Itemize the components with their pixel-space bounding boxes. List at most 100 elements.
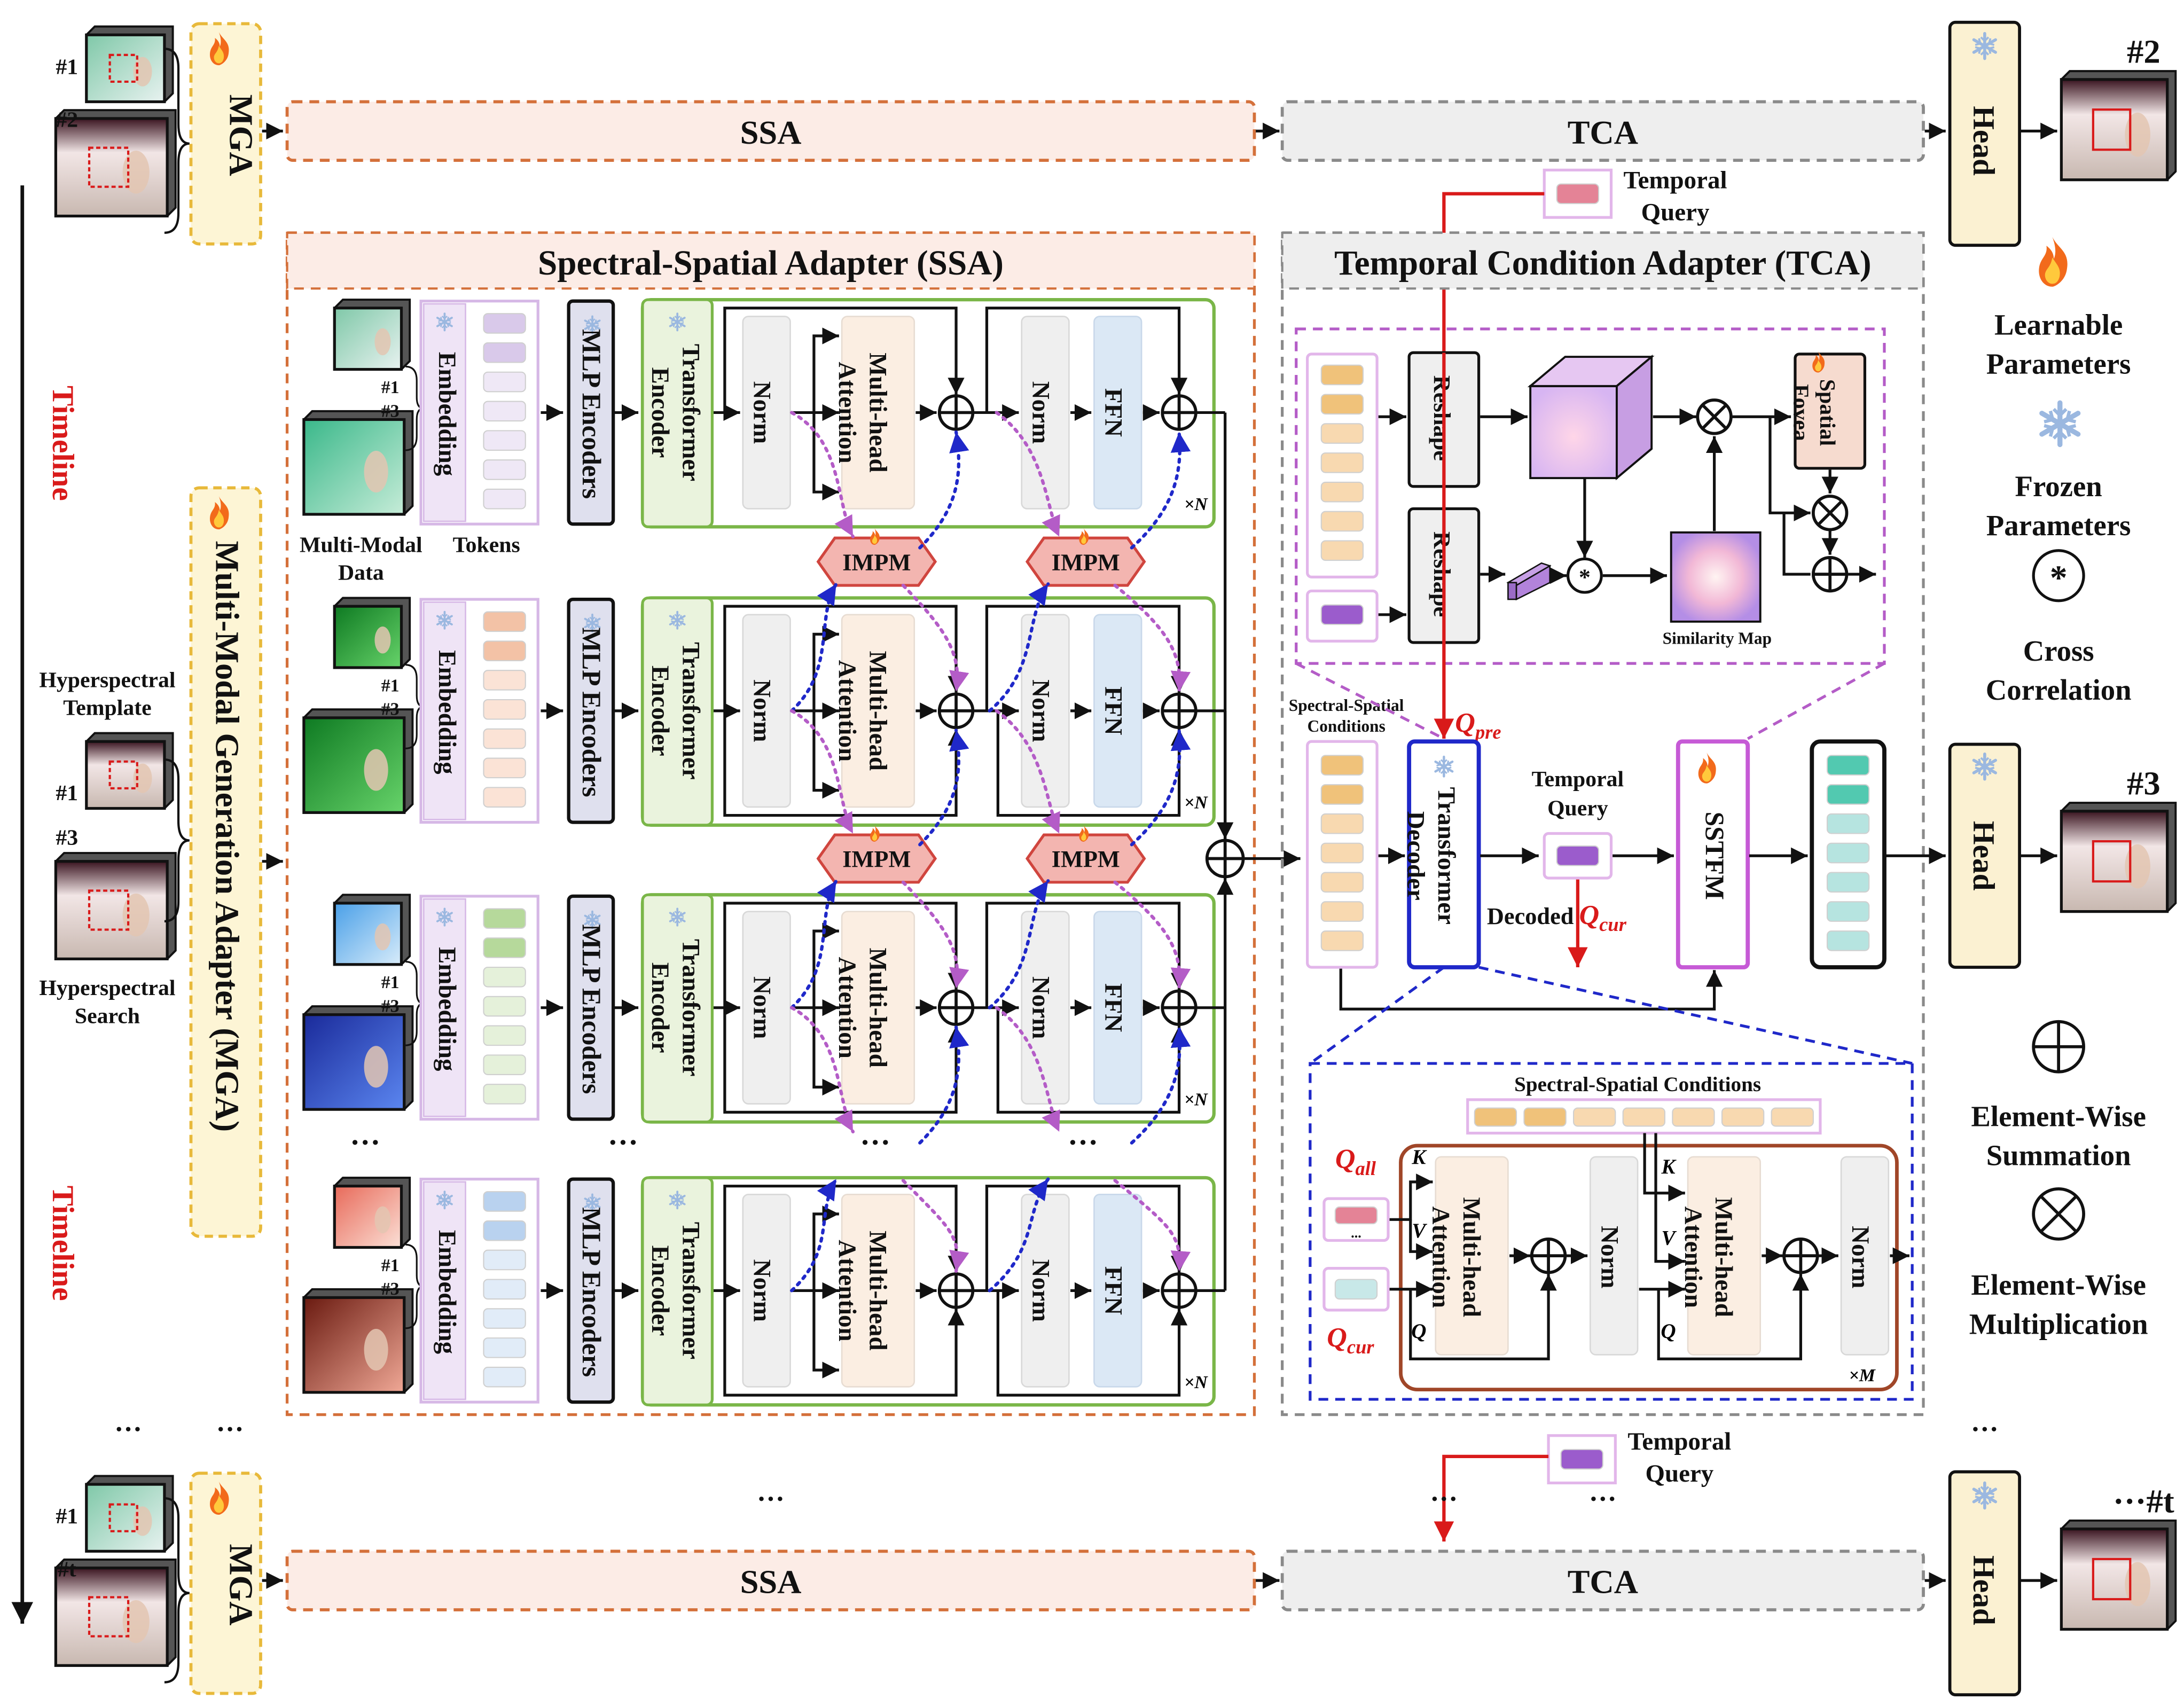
snowflake-icon [669,907,686,927]
multi-head-attention-box [841,911,915,1105]
snowflake-icon [2039,400,2081,448]
mlp-encoders-box [567,299,615,526]
norm-label: Norm [748,976,776,1039]
norm-label: Norm [748,381,776,444]
token [483,1220,526,1241]
token [1320,784,1364,805]
sum-icon [1161,692,1197,730]
blue-dotted-connector [988,582,1050,713]
token [1826,872,1870,893]
arrow [792,922,839,1009]
embedding-label: Embedding [433,352,461,476]
temporal-query-arrow-bottom [1434,1454,1549,1542]
purple-dotted-connector [995,709,1061,835]
norm-label: Norm [748,679,776,742]
ellipsis: ··· [757,1484,785,1514]
token [1826,755,1870,776]
transformer-encoder-label-box [641,893,714,1124]
embedding-box [422,898,466,1117]
multi-head-attention-box [841,1194,915,1388]
token [483,371,526,393]
token [483,342,526,363]
ellipsis: ··· [860,1126,890,1160]
embedding-label: Embedding [433,947,461,1071]
k-label: K [1411,1146,1427,1169]
q-cur-token [1334,1279,1378,1300]
arrow [1782,513,1811,576]
multiply-icon [1812,495,1849,531]
reshape-label: Reshape [1429,375,1455,461]
output-label: #2 [2127,33,2160,70]
residual-arrow [985,902,1188,1008]
v-label: V [1412,1219,1427,1242]
transformer-encoder-label: TransformerEncoder [646,939,704,1076]
mga-box [189,22,262,246]
snowflake-icon [1972,1481,1998,1510]
modal-search-frame-face [302,1296,406,1394]
transformer-encoder-label-box [641,596,714,827]
snowflake-icon [1972,752,1998,781]
decoded-label: Decoded [1487,903,1574,929]
flame-icon [1698,753,1716,784]
blue-dotted-connector [918,729,969,847]
output-frame-face [2060,1527,2169,1631]
tca-panel-header [1281,231,1925,290]
ellipsis: ··· [1971,1414,1999,1445]
sum-icon [937,1272,975,1309]
residual-arrow [723,605,965,711]
sum-icon [937,692,975,730]
query-token [1320,604,1364,625]
ssa-bar [285,100,1256,162]
token [483,670,526,691]
similarity-map-label: Similarity Map [1663,629,1772,648]
impm-label: IMPM [842,845,911,872]
snowflake-icon [669,312,686,332]
q-all-token [1334,1206,1378,1225]
ssa-panel [285,231,1256,1416]
feature-cube [1527,354,1655,481]
token [483,1308,526,1329]
decoder-layer-block [1399,1144,1899,1392]
flame-icon [2039,237,2068,287]
q-cur-label: Qcur [1579,900,1627,935]
transformer-encoder-label: TransformerEncoder [646,642,704,779]
snowflake-icon [436,312,453,332]
output-frame-face [2060,810,2169,913]
token [1320,364,1364,386]
index-label: #3 [381,1279,400,1299]
arrow [792,625,839,713]
mga-panel-title: Multi-Modal Generation Adapter (MGA) [208,541,246,1132]
sum-icon [1782,1237,1819,1274]
residual-arrow [985,1185,1188,1291]
tca-bar [1280,1549,1925,1611]
q-all-label: Qall [1335,1144,1376,1179]
index-label: #1 [381,676,400,695]
head-box [1948,1470,2021,1696]
head-label: Head [1967,106,2000,176]
v-label: V [1661,1226,1677,1249]
token [483,1279,526,1300]
ellipsis: ··· [114,1414,142,1445]
snowflake-icon [436,610,453,630]
token [483,611,526,632]
snowflake-icon [584,315,601,334]
index-label: #1 [381,973,400,992]
index-label: #1 [381,1256,400,1275]
temporal-query-link-top [1442,192,1545,353]
multi-head-attention-label: Multi-headAttention [833,948,891,1067]
token [1320,842,1364,864]
token [1320,813,1364,834]
q-label: Q [1661,1320,1676,1343]
legend-sum-icon [2032,1020,2085,1074]
mlp-encoders-label: MLP Encoders [577,1207,606,1377]
ffn-label: FFN [1099,1266,1127,1315]
norm-label: Norm [1027,679,1055,742]
embedding-label: Embedding [433,1230,461,1354]
norm-box [1590,1156,1639,1356]
temporal-query-token-top [1556,183,1600,205]
multi-head-attention-label: Multi-headAttention [1427,1197,1485,1317]
mga-panel [189,486,262,1238]
token [483,1366,526,1388]
flame-icon [870,825,880,842]
